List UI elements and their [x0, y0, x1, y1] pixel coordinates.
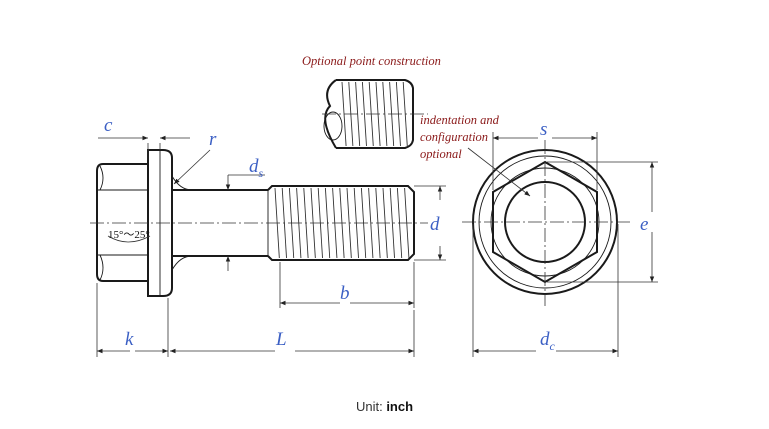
optional-point-view: [322, 79, 428, 149]
dim-ds-label: ds: [249, 156, 264, 180]
unit-caption-value: inch: [386, 399, 414, 414]
dimensions: [96, 132, 658, 357]
dim-c-label: c: [104, 115, 113, 136]
indentation-note-line2: configuration: [420, 130, 488, 144]
dim-dc-label: dc: [540, 329, 556, 353]
indentation-note-line3: optional: [420, 147, 462, 161]
indentation-note-line1: indentation and: [420, 113, 500, 127]
side-view: [90, 149, 428, 297]
labels: Optional point construction indentation …: [104, 54, 648, 353]
thread-line: [368, 187, 374, 259]
optional-point-note: Optional point construction: [302, 54, 441, 68]
dim-e-label: e: [640, 214, 648, 235]
dim-r-label: r: [209, 129, 217, 150]
thread-line: [389, 187, 395, 259]
dim-s-label: s: [540, 119, 547, 140]
unit-caption: Unit: inch: [0, 399, 769, 414]
thread-line: [361, 81, 367, 147]
dim-b-label: b: [340, 283, 350, 304]
end-view: [462, 140, 630, 306]
dim-k-label: k: [125, 329, 134, 350]
dim-d-label: d: [430, 214, 440, 235]
dim-L-label: L: [275, 329, 287, 350]
unit-caption-label: Unit:: [355, 399, 383, 414]
angle-label: 15°～25°: [108, 229, 150, 241]
